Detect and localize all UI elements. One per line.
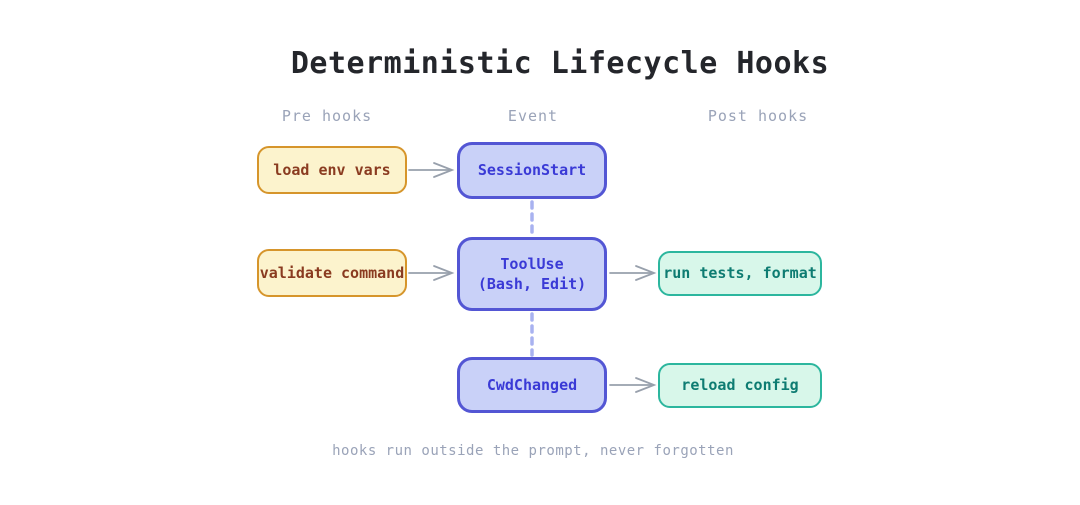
arrow-pre-session-to-sessionstart	[408, 162, 455, 178]
arrow-validate-to-tooluse	[408, 265, 455, 281]
node-event-tooluse: ToolUse (Bash, Edit)	[457, 237, 607, 311]
arrow-tooluse-to-runtests	[609, 265, 657, 281]
arrow-cwdchanged-to-reloadconfig	[609, 377, 657, 393]
column-header-post-hooks: Post hooks	[707, 107, 809, 125]
node-pre-hook-load-env-vars: load env vars	[257, 146, 407, 194]
node-post-hook-reload-config: reload config	[658, 363, 822, 408]
node-event-sessionstart: SessionStart	[457, 142, 607, 199]
node-post-hook-run-tests-format: run tests, format	[658, 251, 822, 296]
column-header-pre-hooks: Pre hooks	[281, 107, 373, 125]
footer-caption: hooks run outside the prompt, never forg…	[332, 443, 734, 459]
column-header-event: Event	[507, 107, 559, 125]
page-title: Deterministic Lifecycle Hooks	[290, 46, 830, 81]
node-pre-hook-validate-command: validate command	[257, 249, 407, 297]
node-event-cwdchanged: CwdChanged	[457, 357, 607, 413]
